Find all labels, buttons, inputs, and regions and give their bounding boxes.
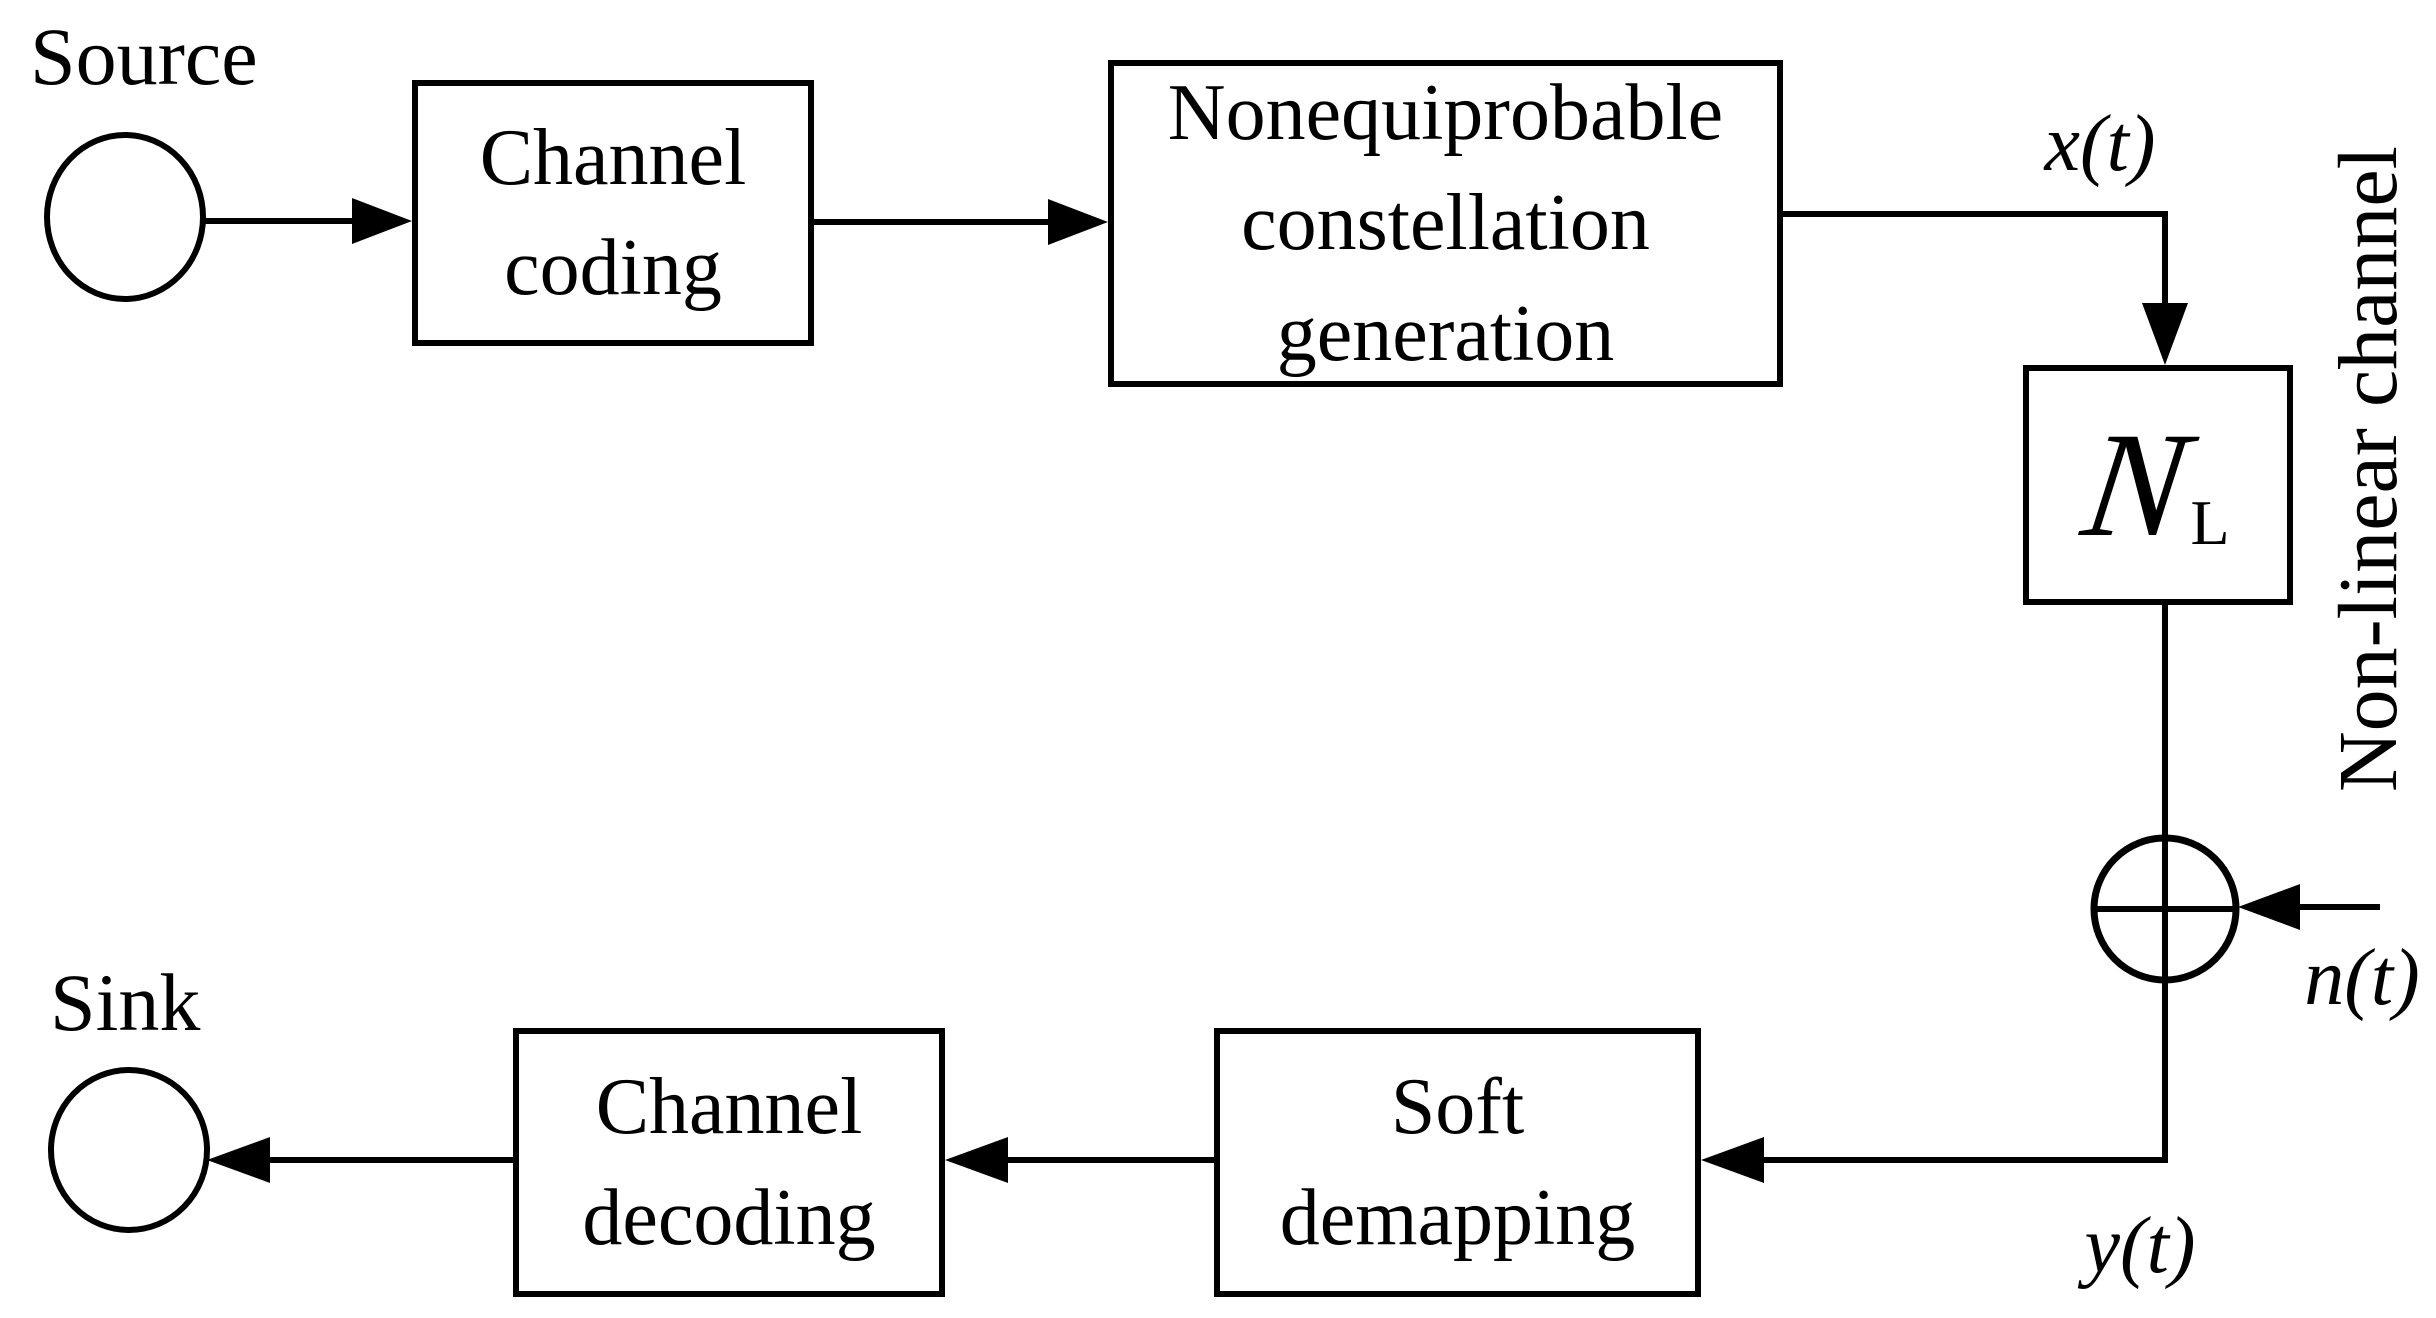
- soft-demapping-label: Soft demapping: [1279, 1063, 1636, 1262]
- nonlinearity-symbol-subscript: L: [2190, 487, 2230, 558]
- signal-n-label: n(t): [2304, 934, 2420, 1022]
- arrow-demapping-to-decoding: [945, 1137, 1214, 1183]
- arrow-source-to-channel-coding: [203, 198, 412, 244]
- constellation-generation-box: Nonequiprobable constellation generation: [1108, 60, 1783, 387]
- constellation-generation-label: Nonequiprobable constellation generation: [1167, 68, 1724, 378]
- arrow-constellation-to-nonlinearity: [1783, 211, 2188, 365]
- channel-decoding-box: Channel decoding: [513, 1028, 945, 1297]
- arrow-noise-to-adder: [2238, 884, 2380, 930]
- soft-demapping-box: Soft demapping: [1214, 1028, 1701, 1297]
- sink-label: Sink: [50, 957, 201, 1048]
- signal-y-label: y(t): [2084, 1202, 2196, 1290]
- sink-circle: [48, 1067, 210, 1233]
- source-circle: [44, 132, 206, 302]
- arrow-coding-to-constellation: [814, 199, 1108, 245]
- signal-x-label: x(t): [2044, 100, 2156, 188]
- adder-plus-icon: [2090, 834, 2240, 984]
- channel-coding-box: Channel coding: [412, 80, 814, 346]
- nonlinearity-symbol: N: [2074, 402, 2199, 568]
- arrow-decoding-to-sink: [207, 1137, 513, 1183]
- nonlinear-channel-annotation: Non-linear channel: [2321, 145, 2415, 793]
- channel-decoding-label: Channel decoding: [582, 1063, 876, 1262]
- source-label: Source: [30, 11, 258, 102]
- arrow-adder-to-soft-demapping: [1701, 980, 2168, 1183]
- channel-coding-label: Channel coding: [479, 113, 747, 312]
